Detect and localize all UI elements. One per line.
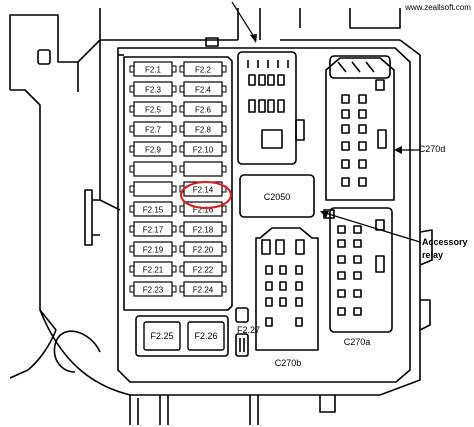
fuse-slot-right-11[interactable]: F2.22 [179,261,227,277]
fuse-label-right-3: F2.6 [195,106,212,115]
big-fuse-f2-26-label: F2.26 [194,331,217,341]
big-fuse-f2-26[interactable]: F2.26 [187,321,225,351]
fuse-slot-left-11[interactable]: F2.21 [129,261,177,277]
c2050-label: C2050 [264,192,291,202]
fuse-label-right-2: F2.4 [195,86,212,95]
fuse-label-left-8: F2.15 [143,206,164,215]
fuse-slot-right-6[interactable] [179,161,227,177]
fuse-label-left-4: F2.7 [145,126,162,135]
c270d-label: C270d [419,144,446,154]
c270a-connector-body [329,207,393,333]
fuse-label-right-7: F2.14 [193,186,214,195]
fuse-label-right-10: F2.20 [193,246,214,255]
fuse-slot-right-5[interactable]: F2.10 [179,141,227,157]
fuse-slot-right-9[interactable]: F2.18 [179,221,227,237]
fuse-slot-right-1[interactable]: F2.2 [179,61,227,77]
fuse-slot-left-9[interactable]: F2.17 [129,221,177,237]
big-fuse-bay [135,315,229,357]
highlight-circle-f2-14 [180,181,232,209]
fuse-slot-left-10[interactable]: F2.19 [129,241,177,257]
fuse-slot-right-2[interactable]: F2.4 [179,81,227,97]
inner-panel-outline [117,47,411,383]
watermark-text: www.zeallsoft.com [404,3,471,12]
fuse-label-left-3: F2.5 [145,106,162,115]
fuse-slot-left-8[interactable]: F2.15 [129,201,177,217]
fuse-slot-left-5[interactable]: F2.9 [129,141,177,157]
fuse-label-left-9: F2.17 [143,226,164,235]
big-fuse-f2-25-label: F2.25 [150,331,173,341]
fuse-block-frame [123,56,233,311]
accessory-relay-label-line1: Accessory [422,237,468,247]
fuse-slot-left-2[interactable]: F2.3 [129,81,177,97]
fuse-label-left-2: F2.3 [145,86,162,95]
relay-top-block [237,51,305,165]
fuse-label-right-4: F2.8 [195,126,212,135]
fuse-label-left-12: F2.23 [143,286,164,295]
small-fuse-body [235,307,249,357]
fuse-slot-left-6[interactable] [129,161,177,177]
fuse-label-left-10: F2.19 [143,246,164,255]
fuse-slot-left-12[interactable]: F2.23 [129,281,177,297]
c270d-connector-body [325,55,395,201]
fuse-slot-left-4[interactable]: F2.7 [129,121,177,137]
fuse-label-right-12: F2.24 [193,286,214,295]
c270b-label: C270b [275,358,302,368]
c270b-connector-body [255,227,319,351]
fuse-column-left: F2.1F2.3F2.5F2.7F2.9F2.15F2.17F2.19F2.21… [129,61,177,297]
fuse-slot-right-4[interactable]: F2.8 [179,121,227,137]
fuse-slot-left-1[interactable]: F2.1 [129,61,177,77]
fuse-label-left-5: F2.9 [145,146,162,155]
fuse-label-right-11: F2.22 [193,266,214,275]
small-fuse-f2-27-label: F2.27 [237,325,260,335]
fuse-slot-left-7[interactable] [129,181,177,197]
fuse-label-right-8: F2.16 [193,206,214,215]
fuse-label-right-9: F2.18 [193,226,214,235]
fuse-column-right: F2.2F2.4F2.6F2.8F2.10F2.14F2.16F2.18F2.2… [179,61,227,297]
arrowheads [250,34,402,218]
big-fuse-f2-25[interactable]: F2.25 [143,321,181,351]
fuse-label-right-5: F2.10 [193,146,214,155]
fuse-label-left-1: F2.1 [145,66,162,75]
fuse-slot-left-3[interactable]: F2.5 [129,101,177,117]
fuse-slot-right-3[interactable]: F2.6 [179,101,227,117]
top-notch [205,37,219,47]
fuse-label-right-1: F2.2 [195,66,212,75]
fuse-slot-right-12[interactable]: F2.24 [179,281,227,297]
accessory-relay-label-line2: relay [422,250,443,260]
fuse-label-left-11: F2.21 [143,266,164,275]
c270a-label: C270a [344,337,371,347]
fuse-slot-right-10[interactable]: F2.20 [179,241,227,257]
housing-outline [9,8,433,425]
